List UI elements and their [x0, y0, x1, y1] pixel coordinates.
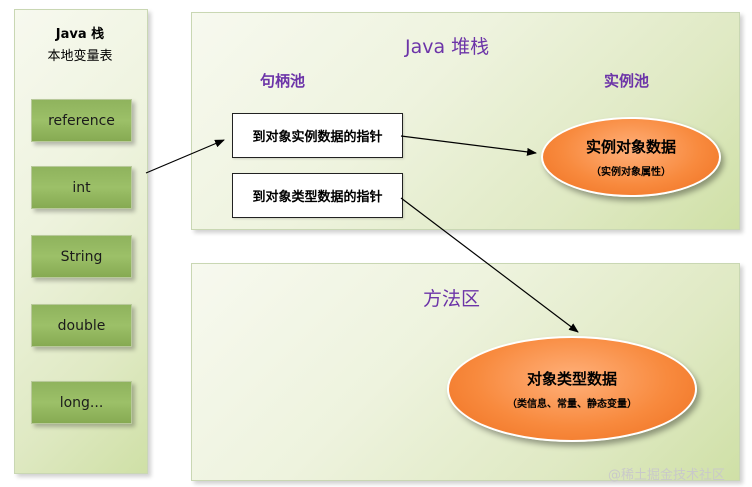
- method-area-title: 方法区: [423, 288, 481, 310]
- instance-data-pointer-box: 到对象实例数据的指针: [232, 113, 403, 158]
- type-data-title: 对象类型数据: [526, 370, 617, 388]
- java-stack-title: Java 栈: [55, 27, 105, 42]
- instance-data-title: 实例对象数据: [585, 138, 676, 156]
- instance-data-ellipse: 实例对象数据 （实例对象属性）: [541, 117, 721, 197]
- local-variable-table-label: 本地变量表: [47, 49, 113, 64]
- arrow-handle-to-type: [400, 197, 579, 333]
- type-data-subtitle: （类信息、常量、静态变量）: [507, 399, 637, 410]
- type-data-pointer-box: 到对象类型数据的指针: [232, 173, 403, 218]
- slot-int: int: [31, 166, 132, 209]
- slot-reference: reference: [31, 99, 132, 142]
- type-data-ellipse: 对象类型数据 （类信息、常量、静态变量）: [447, 336, 697, 442]
- java-heap-title: Java 堆栈: [405, 36, 490, 58]
- slot-long: long...: [31, 381, 132, 424]
- handle-pool-label: 句柄池: [260, 72, 306, 90]
- arrow-int-to-handle: [145, 139, 225, 174]
- arrow-handle-to-instance: [400, 135, 537, 156]
- slot-double: double: [31, 304, 132, 347]
- slot-string: String: [31, 235, 132, 278]
- instance-pool-label: 实例池: [604, 72, 650, 90]
- instance-data-subtitle: （实例对象属性）: [591, 167, 671, 178]
- watermark: @稀土掘金技术社区: [608, 468, 726, 483]
